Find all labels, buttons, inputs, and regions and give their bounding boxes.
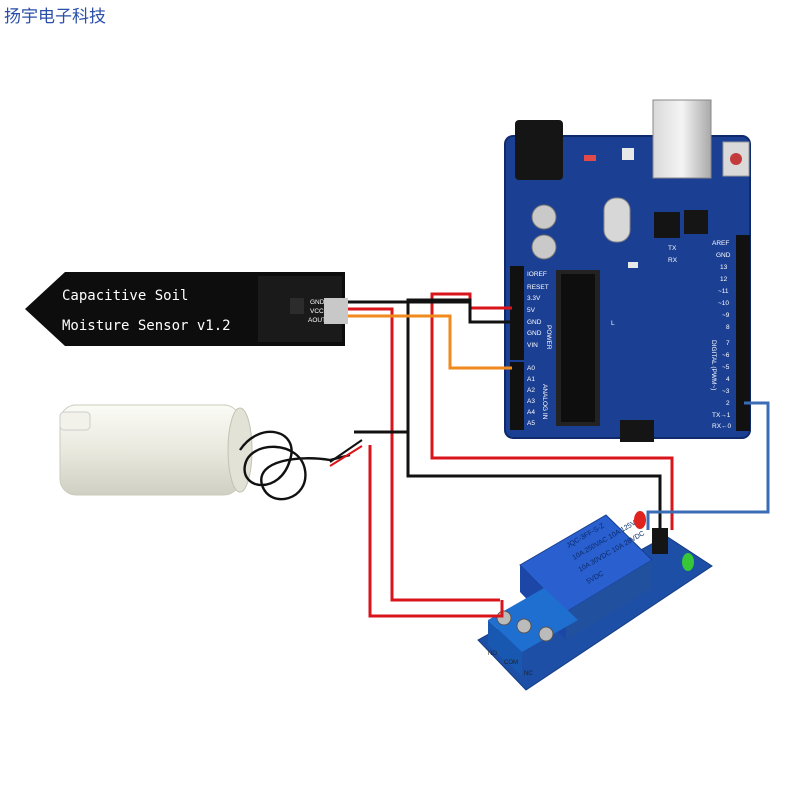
pin-label-10: ~10 (718, 300, 729, 307)
pin-label-1: TX→1 (712, 412, 731, 419)
icsp-header (620, 420, 654, 442)
sensor-pin-vcc: VCC (310, 308, 324, 315)
relay-led-green (682, 553, 694, 571)
pin-label-aref: AREF (712, 240, 729, 247)
pin-label-3v3: 3.3V (527, 295, 541, 302)
pin-label-a3: A3 (527, 398, 535, 405)
pin-label-7: 7 (726, 340, 730, 347)
watermark: 扬宇电子科技 (4, 7, 106, 27)
usb-chip (654, 212, 680, 238)
pin-label-13: 13 (720, 264, 728, 271)
wire-orange-aout (348, 314, 512, 370)
pin-label-a1: A1 (527, 376, 535, 383)
terminal-no: NO (488, 651, 497, 657)
terminal-com: COM (504, 660, 518, 666)
pin-label-a0: A0 (527, 365, 535, 372)
pin-label-vin: VIN (527, 342, 538, 349)
wires (348, 292, 770, 618)
water-pump (59, 404, 363, 501)
dc-jack (515, 120, 563, 180)
pin-label-ioref: IOREF (527, 271, 547, 278)
power-label: POWER (545, 325, 552, 350)
soil-moisture-sensor: Capacitive Soil Moisture Sensor v1.2 GND… (25, 272, 348, 346)
pin-label-5v: 5V (527, 307, 536, 314)
capacitor (531, 234, 557, 260)
power-header (510, 266, 524, 360)
pin-label-4: 4 (726, 376, 730, 383)
pin-label-gnd-1: GND (527, 319, 542, 326)
pin-label-3: ~3 (722, 388, 730, 395)
pin-label-12: 12 (720, 276, 728, 283)
digital-label: DIGITAL (PWM~) (710, 340, 717, 390)
tx-label: TX (668, 245, 677, 252)
digital-header (736, 235, 750, 431)
usb-connector (652, 99, 712, 179)
wire-red-sensor (348, 307, 500, 602)
pin-label-gnd-d: GND (716, 252, 731, 259)
pin-label-5: ~5 (722, 364, 730, 371)
terminal-nc: NC (524, 671, 533, 677)
rx-label: RX (668, 257, 678, 264)
relay-module: JQC-3FF-S-Z 10A 250VAC 10A 125VAC 10A 30… (477, 511, 713, 691)
wire-black-gnd (406, 298, 662, 528)
pin-label-a4: A4 (527, 409, 535, 416)
arduino-board: IOREF RESET 3.3V 5V GND GND VIN POWER A0… (504, 99, 751, 442)
wire-blue-signal (646, 401, 770, 530)
sensor-title-line2: Moisture Sensor v1.2 (62, 318, 231, 334)
pin-label-reset: RESET (527, 284, 549, 291)
relay-led-red (634, 511, 646, 529)
pin-label-2: 2 (726, 400, 730, 407)
pin-label-0: RX←0 (712, 423, 732, 430)
pin-label-8: 8 (726, 324, 730, 331)
pin-label-gnd-2: GND (527, 330, 542, 337)
sensor-title-line1: Capacitive Soil (62, 288, 188, 304)
analog-label: ANALOG IN (541, 384, 548, 420)
atmega-chip (561, 274, 595, 422)
wire-red-pump (368, 445, 504, 618)
crystal (603, 197, 631, 243)
capacitor (531, 204, 557, 230)
l-label: L (611, 320, 615, 327)
analog-header (510, 362, 524, 430)
pin-label-a2: A2 (527, 387, 535, 394)
sensor-pin-gnd: GND (310, 299, 325, 306)
pin-label-a5: A5 (527, 420, 535, 427)
pin-label-6: ~6 (722, 352, 730, 359)
sensor-pin-aout: AOUT (308, 317, 326, 324)
pin-label-11: ~11 (718, 288, 729, 295)
pin-label-9: ~9 (722, 312, 730, 319)
